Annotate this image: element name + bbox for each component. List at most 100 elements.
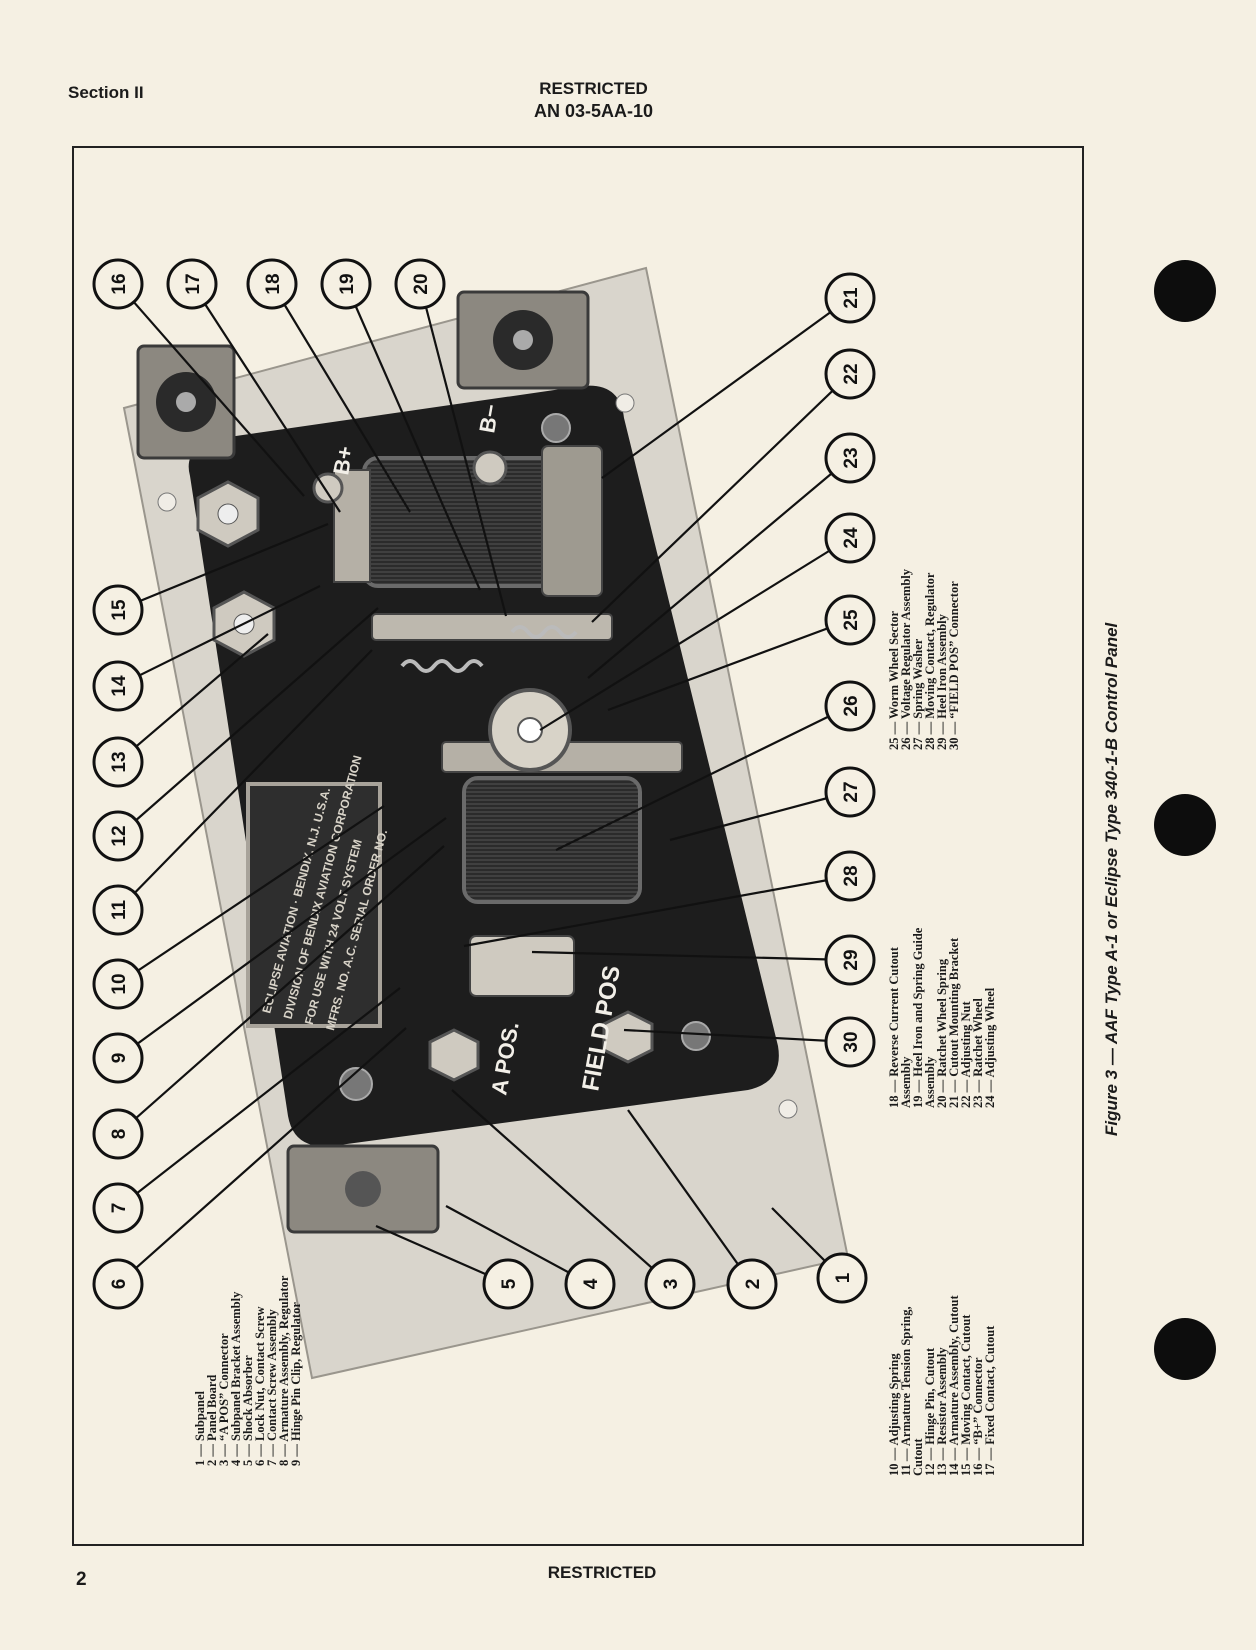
callout-19: 19 bbox=[320, 258, 372, 310]
callout-2: 2 bbox=[726, 1258, 778, 1310]
restricted-header: RESTRICTED bbox=[539, 79, 648, 98]
callout-circle bbox=[726, 1258, 778, 1310]
callout-number: 5 bbox=[499, 1278, 520, 1289]
callout-circle bbox=[824, 432, 876, 484]
leader-line bbox=[451, 1089, 671, 1285]
callout-30: 30 bbox=[824, 1016, 876, 1068]
callout-circle bbox=[824, 934, 876, 986]
callout-number: 28 bbox=[841, 865, 862, 886]
callout-circle bbox=[824, 766, 876, 818]
leader-line bbox=[117, 987, 401, 1209]
callout-circle bbox=[92, 1032, 144, 1084]
callout-number: 15 bbox=[109, 599, 130, 621]
leader-line bbox=[627, 1109, 753, 1285]
leader-line bbox=[531, 950, 851, 962]
callout-12: 12 bbox=[92, 810, 144, 862]
callout-circle bbox=[824, 272, 876, 324]
callout-number: 3 bbox=[661, 1279, 682, 1290]
callout-14: 14 bbox=[92, 660, 144, 712]
callout-number: 16 bbox=[109, 273, 130, 294]
callout-number: 17 bbox=[183, 273, 204, 294]
callout-number: 10 bbox=[109, 973, 130, 994]
callout-28: 28 bbox=[824, 850, 876, 902]
callout-number: 24 bbox=[841, 527, 862, 549]
binder-hole bbox=[1154, 1318, 1216, 1380]
callout-number: 8 bbox=[109, 1129, 130, 1140]
callout-number: 19 bbox=[337, 273, 358, 294]
leader-line bbox=[117, 1027, 407, 1285]
callout-number: 29 bbox=[841, 949, 862, 970]
leader-line bbox=[117, 283, 305, 497]
callout-17: 17 bbox=[166, 258, 218, 310]
callout-circle bbox=[92, 1182, 144, 1234]
callout-circle bbox=[92, 736, 144, 788]
callout-number: 1 bbox=[833, 1272, 854, 1283]
callout-number: 9 bbox=[109, 1053, 130, 1064]
callout-number: 2 bbox=[743, 1279, 764, 1290]
restricted-footer: RESTRICTED bbox=[547, 1563, 657, 1582]
callout-6: 6 bbox=[92, 1258, 144, 1310]
callout-7: 7 bbox=[92, 1182, 144, 1234]
callout-circle bbox=[816, 1252, 868, 1304]
callout-number: 6 bbox=[109, 1279, 130, 1290]
callout-number: 11 bbox=[109, 900, 130, 921]
callout-29: 29 bbox=[824, 934, 876, 986]
leader-line bbox=[587, 457, 851, 679]
callout-circle bbox=[166, 258, 218, 310]
leader-line bbox=[191, 283, 341, 513]
b-minus-marking: B− bbox=[474, 402, 504, 435]
callout-11: 11 bbox=[92, 884, 144, 936]
callout-10: 10 bbox=[92, 958, 144, 1010]
callout-number: 26 bbox=[841, 695, 862, 716]
leader-line bbox=[623, 1028, 851, 1044]
leader-line bbox=[117, 633, 269, 763]
callout-circle bbox=[644, 1258, 696, 1310]
callout-circle bbox=[824, 850, 876, 902]
section-label: Section II bbox=[68, 83, 144, 102]
callout-circle bbox=[320, 258, 372, 310]
leader-line bbox=[607, 618, 851, 712]
callout-number: 4 bbox=[581, 1278, 602, 1289]
callout-circle bbox=[246, 258, 298, 310]
callout-circle bbox=[92, 1258, 144, 1310]
callout-1: 1 bbox=[816, 1252, 868, 1304]
callout-4: 4 bbox=[564, 1258, 616, 1310]
callout-circle bbox=[92, 258, 144, 310]
callout-circle bbox=[92, 584, 144, 636]
callout-circle bbox=[92, 1108, 144, 1160]
callout-number: 20 bbox=[411, 273, 432, 294]
leader-line bbox=[117, 817, 447, 1059]
leader-line bbox=[669, 790, 851, 842]
leader-line bbox=[539, 537, 851, 731]
leader-line bbox=[117, 522, 329, 612]
cutout-coil bbox=[362, 456, 566, 588]
leader-line bbox=[117, 845, 445, 1135]
callout-20: 20 bbox=[394, 258, 446, 310]
callout-24: 24 bbox=[824, 512, 876, 564]
callout-number: 18 bbox=[263, 273, 284, 294]
callout-9: 9 bbox=[92, 1032, 144, 1084]
bracket-bottom-left bbox=[286, 1144, 440, 1234]
callout-circle bbox=[92, 884, 144, 936]
b-plus-marking: B+ bbox=[328, 444, 358, 477]
callout-number: 30 bbox=[841, 1031, 862, 1052]
leader-line bbox=[117, 585, 321, 687]
leader-line bbox=[117, 607, 379, 837]
callout-circle bbox=[824, 348, 876, 400]
callout-circle bbox=[824, 680, 876, 732]
callout-number: 22 bbox=[841, 363, 862, 384]
leader-line bbox=[271, 283, 411, 513]
page-number: 2 bbox=[76, 1569, 87, 1590]
callout-21: 21 bbox=[824, 272, 876, 324]
callout-circle bbox=[824, 594, 876, 646]
leader-line bbox=[601, 297, 851, 479]
callout-number: 7 bbox=[109, 1203, 130, 1214]
callout-circle bbox=[482, 1258, 534, 1310]
callout-5: 5 bbox=[482, 1258, 534, 1310]
regulator-coil bbox=[462, 776, 642, 904]
callout-number: 21 bbox=[841, 287, 862, 309]
